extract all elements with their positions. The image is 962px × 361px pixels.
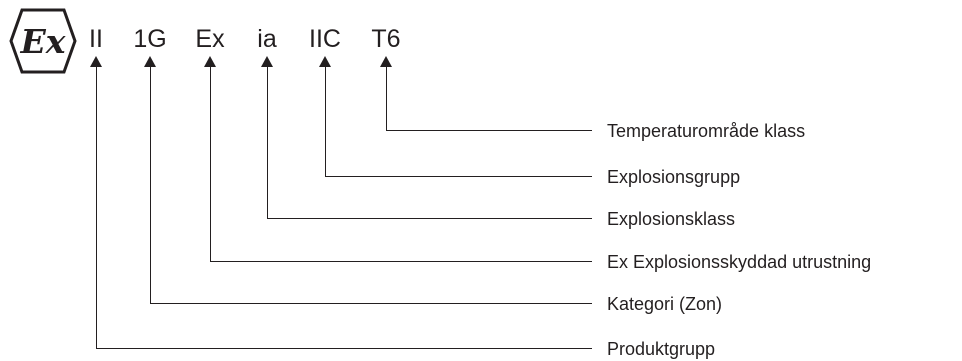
arrow-up-icon — [380, 56, 392, 67]
arrow-up-icon — [144, 56, 156, 67]
ex-symbol-text: Ex — [20, 22, 66, 61]
label-ex: Ex Explosionsskyddad utrustning — [607, 252, 871, 272]
code-ex: Ex — [195, 25, 225, 53]
leader-line-temperature-class — [386, 67, 592, 131]
arrow-up-icon — [90, 56, 102, 67]
code-category: 1G — [133, 25, 166, 53]
label-category: Kategori (Zon) — [607, 294, 722, 314]
code-gas-group: IIC — [309, 25, 341, 53]
leader-line-explosion-class — [267, 67, 592, 219]
label-product-group: Produktgrupp — [607, 339, 715, 359]
arrow-up-icon — [261, 56, 273, 67]
leader-line-ex — [210, 67, 592, 262]
code-explosion-class: ia — [257, 25, 277, 53]
leader-line-category — [150, 67, 592, 304]
ex-symbol-icon: Ex — [9, 8, 77, 74]
arrow-up-icon — [204, 56, 216, 67]
label-explosion-class: Explosionsklass — [607, 209, 735, 229]
label-temperature-class: Temperaturområde klass — [607, 121, 805, 141]
leader-line-gas-group — [325, 67, 592, 177]
leader-line-product-group — [96, 67, 592, 349]
code-temperature-class: T6 — [371, 25, 400, 53]
code-product-group: II — [89, 25, 103, 53]
arrow-up-icon — [319, 56, 331, 67]
label-gas-group: Explosionsgrupp — [607, 167, 740, 187]
